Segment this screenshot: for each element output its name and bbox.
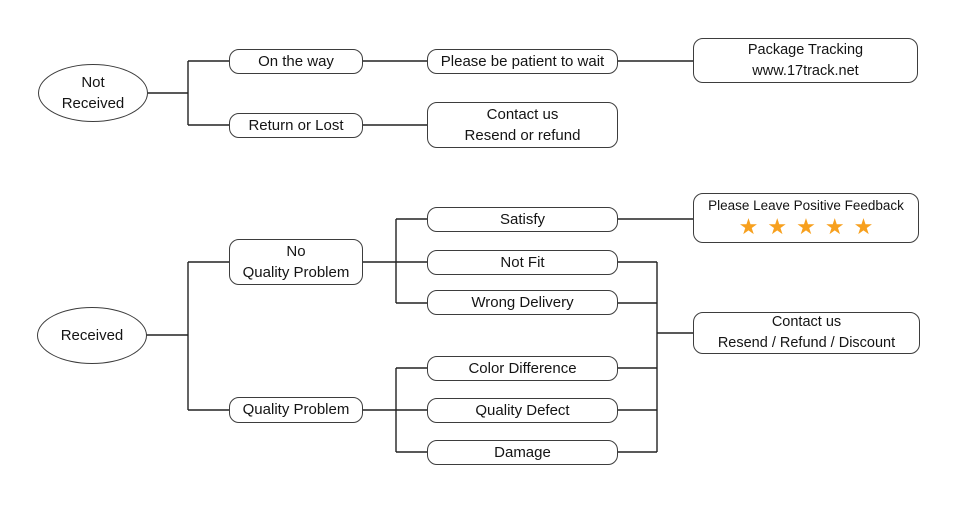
node-not-received: Not Received (38, 64, 148, 122)
node-return-or-lost: Return or Lost (229, 113, 363, 138)
node-on-the-way: On the way (229, 49, 363, 74)
node-quality-defect: Quality Defect (427, 398, 618, 423)
node-wrong-delivery: Wrong Delivery (427, 290, 618, 315)
node-color-difference: Color Difference (427, 356, 618, 381)
node-damage: Damage (427, 440, 618, 465)
node-no-quality-problem: No Quality Problem (229, 239, 363, 285)
star-icon: ★ (853, 213, 874, 239)
node-please-be-patient: Please be patient to wait (427, 49, 618, 74)
node-received: Received (37, 307, 147, 364)
star-icon: ★ (738, 213, 759, 239)
node-contact-us-resend-refund: Contact us Resend or refund (427, 102, 618, 148)
star-icon: ★ (796, 213, 816, 239)
node-package-tracking: Package Tracking www.17track.net (693, 38, 918, 83)
star-icon: ★ (824, 213, 845, 239)
node-satisfy: Satisfy (427, 207, 618, 232)
star-icon: ★ (767, 213, 788, 239)
feedback-title: Please Leave Positive Feedback (708, 198, 904, 214)
five-star-rating: ★ ★ ★ ★ ★ (738, 213, 874, 239)
node-positive-feedback: Please Leave Positive Feedback ★ ★ ★ ★ ★ (693, 193, 919, 243)
node-contact-us-discount: Contact us Resend / Refund / Discount (693, 312, 920, 354)
node-quality-problem: Quality Problem (229, 397, 363, 423)
node-not-fit: Not Fit (427, 250, 618, 275)
